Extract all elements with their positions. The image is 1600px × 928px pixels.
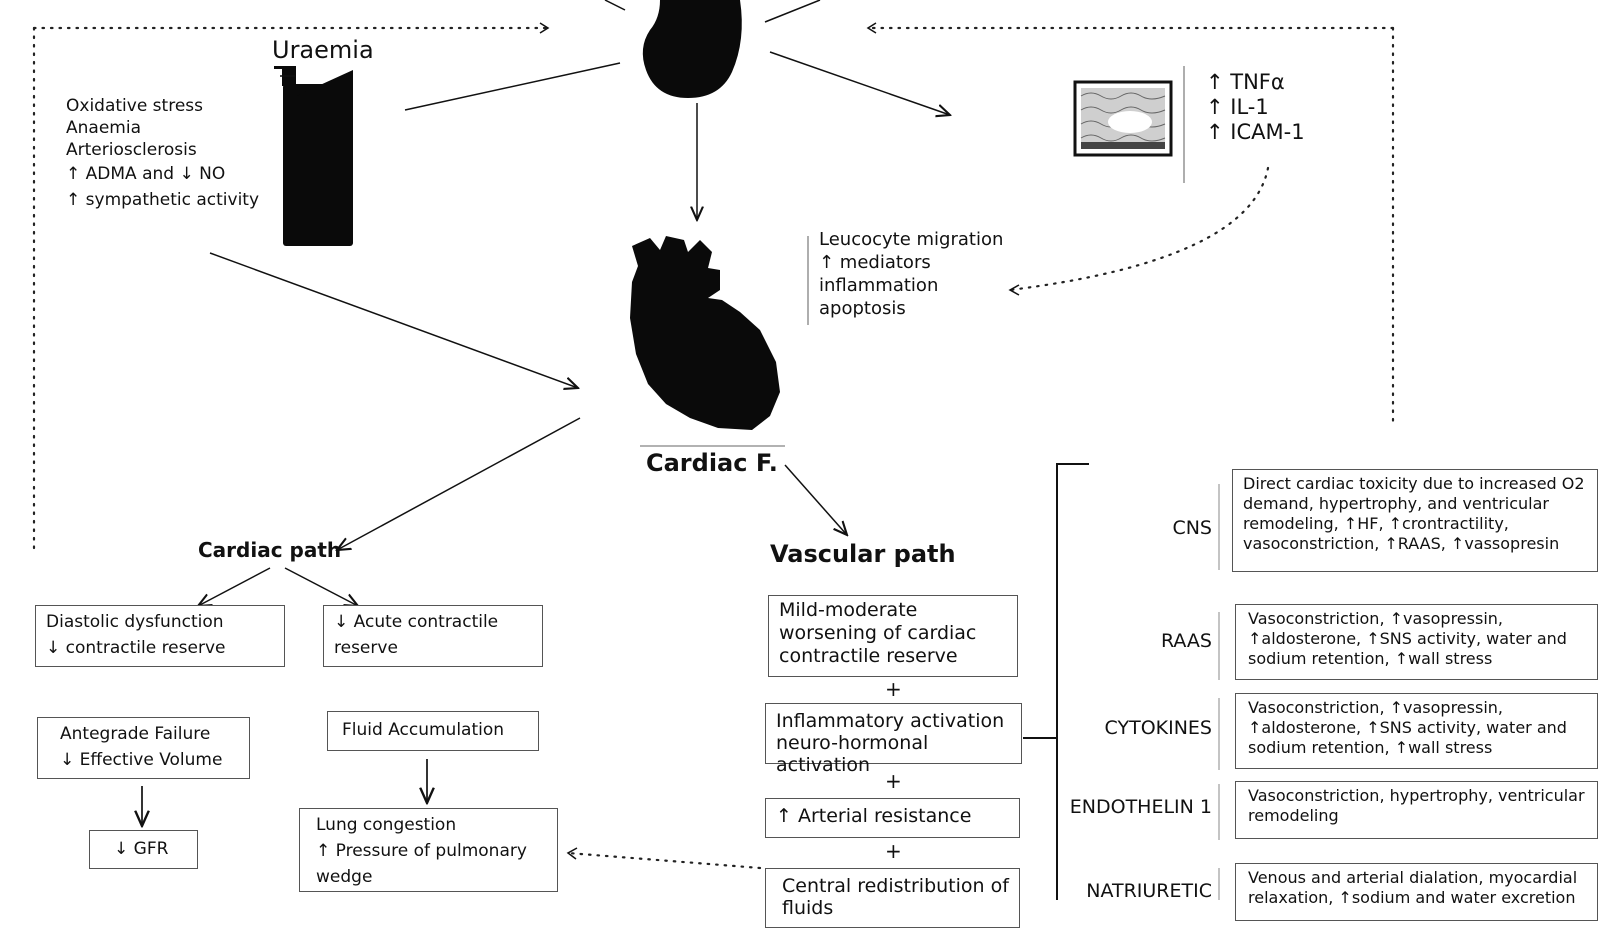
effect-line: demand, hypertrophy, and ventricular [1243, 494, 1549, 513]
mediator-label-cns: CNS [1172, 517, 1212, 539]
arterial-resistance-box: ↑ Arterial resistance [765, 798, 1020, 838]
box-line: wedge [316, 867, 373, 887]
uraemia-effects: Oxidative stress Anaemia Arteriosclerosi… [66, 95, 259, 213]
mediator-effect-endothelin: Vasoconstriction, hypertrophy, ventricul… [1235, 781, 1598, 839]
endothelium-image [1073, 80, 1173, 157]
cytokine-item: ↑ IL-1 [1206, 95, 1269, 119]
box-line: Mild-moderate [779, 599, 918, 621]
box-line: worsening of cardiac [779, 622, 977, 644]
plus-sign: + [885, 839, 902, 863]
effect-line: ↑aldosterone, ↑SNS activity, water and [1248, 718, 1567, 737]
effect-line: remodeling, ↑HF, ↑crontractility, [1243, 514, 1509, 533]
vascular-path-title: Vascular path [770, 540, 956, 568]
box-line: Fluid Accumulation [342, 720, 505, 740]
inflammation-item: Leucocyte migration [819, 229, 1004, 250]
uraemia-title: Uraemia [272, 36, 374, 64]
effect-line: sodium retention, ↑wall stress [1248, 738, 1493, 757]
effect-line: Vasoconstriction, ↑vasopressin, [1248, 698, 1503, 717]
diastolic-dysfunction-box: Diastolic dysfunction ↓ contractile rese… [35, 605, 285, 667]
effect-line: Vasoconstriction, hypertrophy, ventricul… [1248, 786, 1585, 805]
effect-line: sodium retention, ↑wall stress [1248, 649, 1493, 668]
box-line: Central redistribution of [782, 875, 1009, 897]
mediator-effect-cytokines: Vasoconstriction, ↑vasopressin, ↑aldoste… [1235, 693, 1598, 769]
uraemia-effect: ↑ sympathetic activity [66, 190, 260, 210]
gfr-box: ↓ GFR [89, 830, 198, 869]
uraemia-effect: Oxidative stress [66, 96, 203, 116]
mediator-label-natriuretic: NATRIURETIC [1086, 880, 1212, 902]
kidney-icon [642, 0, 742, 98]
cytokine-list: ↑ TNFα ↑ IL-1 ↑ ICAM-1 [1206, 70, 1305, 145]
inflammation-item: inflammation [819, 275, 939, 296]
uraemia-effect: ↑ ADMA and ↓ NO [66, 164, 226, 184]
mediator-label-endothelin: ENDOTHELIN 1 [1069, 796, 1212, 818]
box-line: ↓ Effective Volume [60, 750, 223, 770]
box-line: ↑ Arterial resistance [776, 805, 972, 827]
mild-moderate-box: Mild-moderate worsening of cardiac contr… [768, 595, 1018, 677]
acute-contractile-box: ↓ Acute contractile reserve [323, 605, 543, 667]
box-line: neuro-hormonal activation [776, 732, 929, 776]
cytokine-item: ↑ ICAM-1 [1206, 120, 1305, 144]
box-line: Inflammatory activation [776, 710, 1005, 732]
box-line: contractile reserve [779, 645, 958, 667]
cytokine-item: ↑ TNFα [1206, 70, 1285, 94]
uraemia-effect: Anaemia [66, 118, 141, 138]
dotted-frame [32, 26, 1395, 870]
fluid-accumulation-box: Fluid Accumulation [327, 711, 539, 751]
mediator-effect-raas: Vasoconstriction, ↑vasopressin, ↑aldoste… [1235, 604, 1598, 680]
effect-line: vasoconstriction, ↑RAAS, ↑vassopresin [1243, 534, 1560, 553]
effect-line: Direct cardiac toxicity due to increased… [1243, 474, 1585, 493]
effect-line: remodeling [1248, 806, 1339, 825]
box-line: reserve [334, 638, 398, 658]
plus-sign: + [885, 677, 902, 701]
box-line: ↑ Pressure of pulmonary [316, 841, 527, 861]
box-line: fluids [782, 897, 834, 919]
effect-line: Vasoconstriction, ↑vasopressin, [1248, 609, 1503, 628]
box-line: ↓ GFR [114, 839, 169, 859]
cardiac-path-title: Cardiac path [198, 538, 342, 562]
box-line: ↓ contractile reserve [46, 638, 226, 658]
box-line: Diastolic dysfunction [46, 612, 224, 632]
inflammation-list: Leucocyte migration ↑ mediators inflamma… [819, 228, 1003, 320]
box-line: Lung congestion [316, 815, 457, 835]
mediator-label-cytokines: CYTOKINES [1104, 717, 1212, 739]
mediator-effect-natriuretic: Venous and arterial dialation, myocardia… [1235, 863, 1598, 921]
heart-icon [630, 236, 780, 430]
inflammation-item: apoptosis [819, 298, 906, 319]
plus-sign: + [885, 769, 902, 793]
central-redistribution-box: Central redistribution of fluids [765, 868, 1020, 928]
uraemia-icon [274, 66, 353, 246]
mediator-label-raas: RAAS [1160, 630, 1212, 652]
box-line: Antegrade Failure [60, 724, 211, 744]
effect-line: ↑aldosterone, ↑SNS activity, water and [1248, 629, 1567, 648]
uraemia-effect: Arteriosclerosis [66, 140, 197, 160]
effect-line: relaxation, ↑sodium and water excretion [1248, 888, 1576, 907]
cardiac-failure-label: Cardiac F. [646, 449, 778, 477]
antegrade-failure-box: Antegrade Failure ↓ Effective Volume [37, 717, 250, 779]
connector-lines [32, 0, 1395, 900]
mediator-effect-cns: Direct cardiac toxicity due to increased… [1232, 469, 1598, 572]
inflammation-item: ↑ mediators [819, 252, 931, 273]
inflammatory-activation-box: Inflammatory activation neuro-hormonal a… [765, 703, 1022, 776]
lung-congestion-box: Lung congestion ↑ Pressure of pulmonary … [299, 808, 558, 892]
effect-line: Venous and arterial dialation, myocardia… [1248, 868, 1578, 887]
box-line: ↓ Acute contractile [334, 612, 499, 632]
